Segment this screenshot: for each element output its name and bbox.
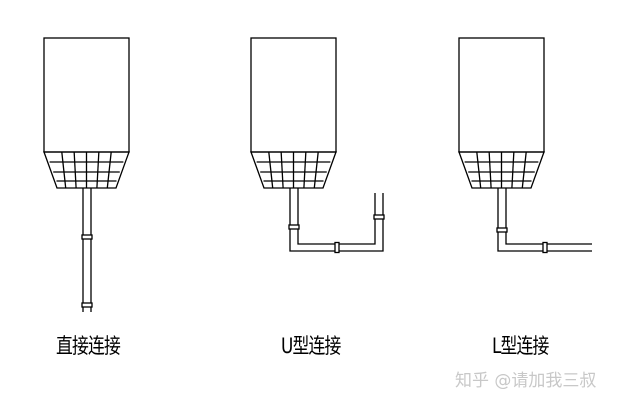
label-u: U型连接 bbox=[281, 334, 341, 358]
pipe-clamp bbox=[81, 234, 93, 240]
hood-grid-line bbox=[488, 151, 492, 189]
pipe-clamp bbox=[542, 241, 548, 254]
water-heater-body bbox=[250, 37, 337, 153]
heater-hood bbox=[458, 151, 545, 189]
pipe-clamp bbox=[373, 214, 385, 220]
water-heater-body bbox=[458, 37, 545, 153]
pipe bbox=[297, 188, 376, 245]
label-l: L型连接 bbox=[492, 334, 549, 358]
hood-grid-line bbox=[521, 151, 527, 189]
pipe bbox=[505, 188, 592, 245]
pipe-clamp bbox=[334, 241, 340, 254]
hood-grid-line bbox=[476, 151, 482, 189]
pipe-clamp bbox=[81, 302, 93, 308]
hood-grid-line bbox=[73, 151, 77, 189]
heater-hood bbox=[43, 151, 130, 189]
pipe bbox=[289, 188, 384, 252]
hood-grid-line bbox=[61, 151, 67, 189]
pipe bbox=[497, 188, 592, 252]
heater-hood bbox=[250, 151, 337, 189]
hood-grid-line bbox=[280, 151, 284, 189]
hood-grid-line bbox=[106, 151, 112, 189]
pipe-clamp bbox=[496, 227, 508, 233]
pipe-clamp bbox=[288, 224, 300, 230]
hood-grid-line bbox=[268, 151, 274, 189]
watermark: 知乎 @请加我三叔 bbox=[455, 371, 597, 391]
hood-grid-line bbox=[303, 151, 307, 189]
hood-grid-line bbox=[313, 151, 319, 189]
label-direct: 直接连接 bbox=[56, 334, 121, 358]
water-heater-body bbox=[43, 37, 130, 153]
hood-grid-line bbox=[96, 151, 100, 189]
hood-grid-line bbox=[511, 151, 515, 189]
